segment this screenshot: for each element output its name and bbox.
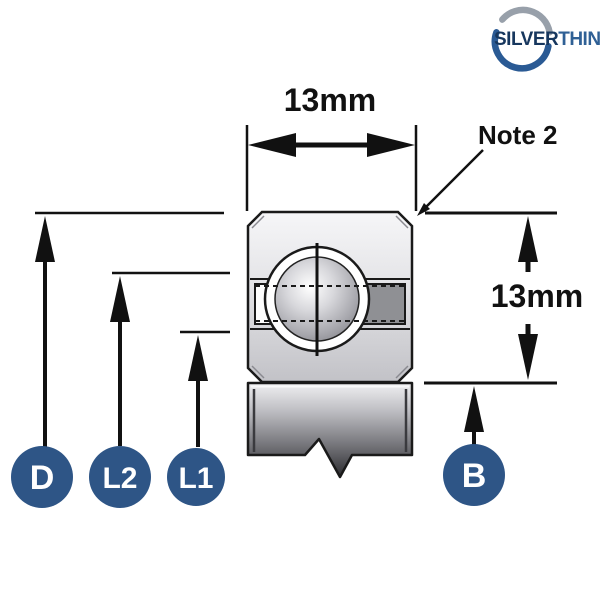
inner-ring-section (246, 381, 414, 479)
arrowhead-left-icon (248, 133, 296, 157)
note-callout: Note 2 (417, 120, 557, 216)
callout-l1-label: L1 (178, 462, 213, 495)
arrowhead-right-icon (367, 133, 415, 157)
callout-d: D (11, 446, 73, 508)
note-arrowhead-icon (417, 203, 430, 216)
silverthin-logo: SILVERTHIN (491, 6, 600, 72)
callout-d-circle (11, 446, 73, 508)
note-label: Note 2 (478, 120, 557, 150)
height-arrowhead-down-icon (518, 334, 538, 380)
logo-arc-gray-icon (499, 6, 553, 36)
chamfer-line-br (395, 365, 409, 379)
width-dimension-label: 13mm (284, 82, 377, 118)
callout-badges: D L2 L1 B (11, 444, 505, 508)
callout-l1: L1 (167, 448, 225, 506)
logo-arc-blue-icon (491, 29, 552, 72)
l2-arrowhead-icon (110, 276, 130, 322)
height-dimension: 13mm (424, 211, 584, 385)
callout-b: B (443, 444, 505, 506)
callout-l2-circle (89, 446, 151, 508)
b-arrowhead-icon (464, 386, 484, 432)
logo-wordmark: SILVERTHIN (494, 29, 600, 50)
chamfer-line-tr (395, 215, 409, 229)
callout-b-circle (443, 444, 505, 506)
bearing-cross-section (246, 210, 414, 479)
callout-l2-label: L2 (102, 462, 137, 495)
callout-l1-circle (167, 448, 225, 506)
l1-arrowhead-icon (188, 335, 208, 381)
d-arrowhead-icon (35, 216, 55, 262)
height-dimension-label: 13mm (491, 278, 584, 314)
callout-d-label: D (30, 459, 55, 497)
chamfer-line-bl (251, 365, 265, 379)
height-arrowhead-up-icon (518, 216, 538, 262)
callout-b-label: B (462, 457, 487, 495)
width-dimension: 13mm (245, 82, 418, 211)
chamfer-line-tl (251, 215, 265, 229)
note-leader-line (423, 149, 484, 210)
callout-l2: L2 (89, 446, 151, 508)
callout-arrows (35, 211, 484, 447)
